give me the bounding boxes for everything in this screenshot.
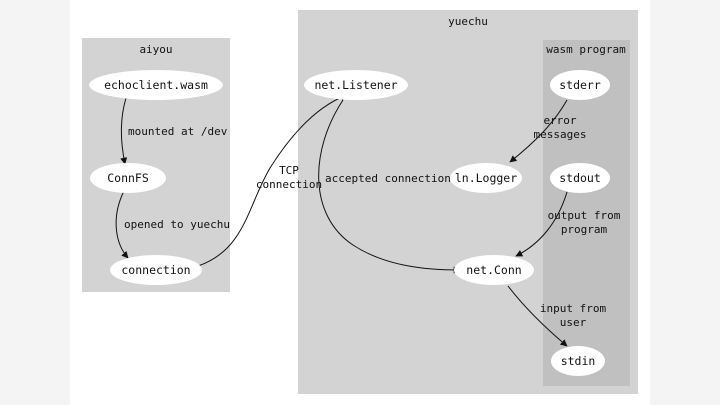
- node-net-listener: net.Listener: [304, 70, 408, 100]
- cluster-aiyou-label: aiyou: [139, 43, 172, 56]
- node-echoclient-label: echoclient.wasm: [104, 78, 208, 92]
- node-stdin: stdin: [551, 346, 605, 376]
- edge-netconn-stdin: [507, 285, 568, 347]
- node-net-listener-label: net.Listener: [314, 78, 397, 92]
- node-stderr-label: stderr: [559, 78, 601, 92]
- node-echoclient: echoclient.wasm: [89, 70, 223, 100]
- node-ln-logger-label: ln.Logger: [455, 171, 517, 185]
- node-ln-logger: ln.Logger: [450, 163, 522, 193]
- diagram-svg: aiyou yuechu wasm program mounted at /de…: [82, 10, 638, 394]
- edge-label-error-line1: error: [543, 114, 576, 127]
- cluster-yuechu-label: yuechu: [448, 15, 488, 28]
- node-connection-label: connection: [121, 263, 190, 277]
- edge-label-error-line2: messages: [534, 128, 587, 141]
- edge-listener-netconn: [318, 99, 461, 274]
- edge-stdout-netconn: [515, 191, 568, 257]
- cluster-wasm-program-label: wasm program: [546, 43, 626, 56]
- edge-label-opened: opened to yuechu: [124, 218, 230, 231]
- node-connfs: ConnFS: [90, 163, 166, 193]
- edge-label-output-line1: output from: [548, 209, 621, 222]
- diagram-canvas: aiyou yuechu wasm program mounted at /de…: [70, 0, 650, 405]
- edge-label-tcp-line2: connection: [256, 178, 322, 191]
- node-net-conn: net.Conn: [454, 255, 534, 285]
- node-stderr: stderr: [550, 70, 610, 100]
- edge-label-output-line2: program: [561, 223, 608, 236]
- edge-label-input-line2: user: [560, 316, 587, 329]
- edge-label-accepted: accepted connection: [325, 172, 451, 185]
- edge-stderr-logger: [509, 99, 568, 163]
- right-decorative-strip: [650, 0, 720, 405]
- edge-label-tcp-line1: TCP: [279, 164, 299, 177]
- edge-connection-listener: [197, 93, 348, 267]
- node-stdout-label: stdout: [559, 171, 601, 185]
- node-connection: connection: [110, 255, 202, 285]
- node-net-conn-label: net.Conn: [466, 263, 521, 277]
- node-connfs-label: ConnFS: [107, 171, 149, 185]
- edge-label-mounted: mounted at /dev: [128, 125, 228, 138]
- node-stdout: stdout: [550, 163, 610, 193]
- left-decorative-strip: [0, 0, 70, 405]
- edge-label-input-line1: input from: [540, 302, 607, 315]
- edge-connfs-connection: [115, 190, 129, 259]
- edge-echoclient-connfs: [120, 97, 128, 165]
- node-stdin-label: stdin: [561, 354, 596, 368]
